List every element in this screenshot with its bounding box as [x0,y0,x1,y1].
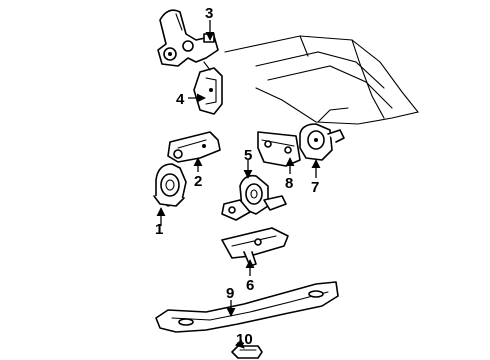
mount-bracket-part-8 [257,131,301,167]
callout-9: 9 [226,285,234,302]
callout-1: 1 [155,221,163,238]
leader-10 [234,338,245,349]
callout-4: 4 [176,91,185,108]
callout-8: 8 [285,175,293,192]
front-mount-part-1 [153,163,187,207]
engine-block-outline [224,35,419,125]
side-mount-part-4 [193,61,223,115]
crossmember-part-9 [155,281,339,333]
callout-10: 10 [236,331,253,348]
callout-5: 5 [244,147,252,164]
center-mount-part-5 [221,174,287,221]
callout-3: 3 [205,5,213,22]
mount-plate-part-6 [221,227,289,267]
callout-2: 2 [194,173,202,190]
callout-7: 7 [311,179,319,196]
callout-6: 6 [246,277,254,294]
rear-mount-part-7 [299,123,345,161]
mount-bracket-part-2 [167,131,221,163]
